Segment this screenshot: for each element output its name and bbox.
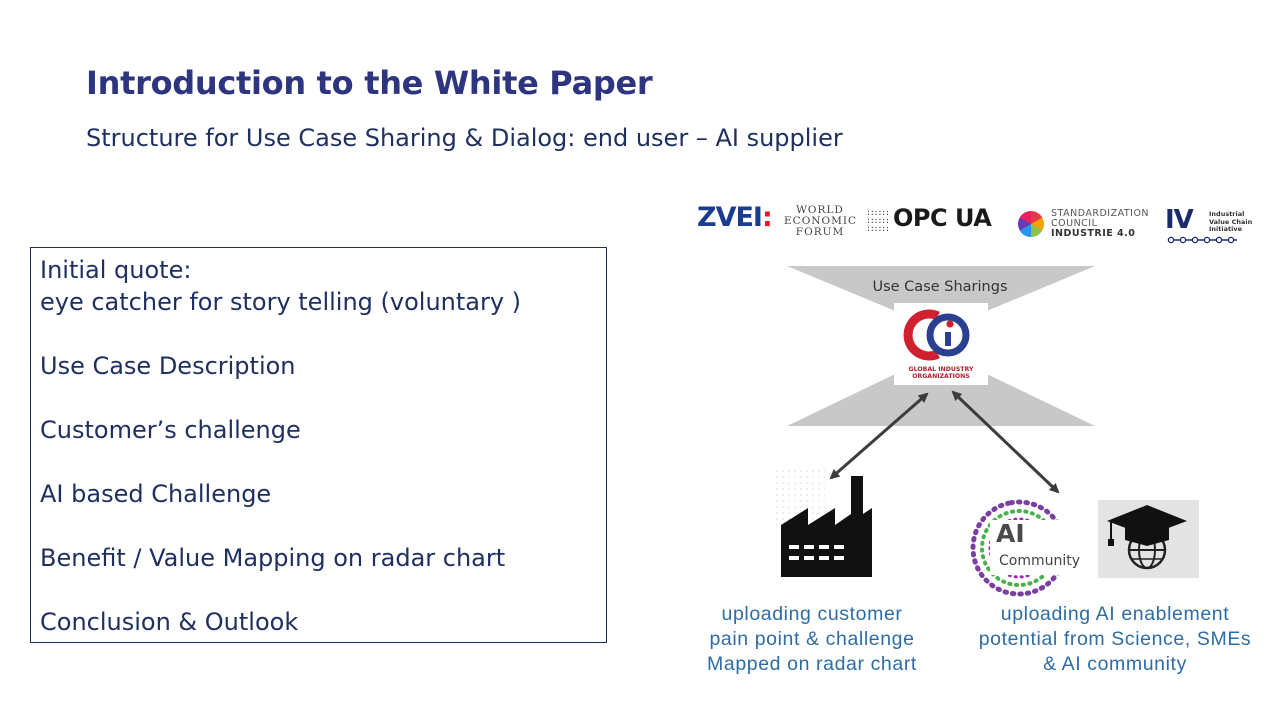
gio-logo-text: GLOBAL INDUSTRY ORGANIZATIONS xyxy=(908,366,974,380)
sci40-circle-icon xyxy=(1018,211,1044,237)
opc-dots-graphic: :::::::::::::::::: xyxy=(866,208,890,233)
page-subtitle: Structure for Use Case Sharing & Dialog:… xyxy=(86,124,843,152)
ai-community-label: Community xyxy=(999,553,1081,569)
structure-line-eye-catcher: eye catcher for story telling (voluntary… xyxy=(40,288,522,316)
arrow-to-factory xyxy=(829,392,929,480)
factory-icon xyxy=(775,468,872,577)
structure-line-ai-challenge: AI based Challenge xyxy=(40,480,272,508)
use-case-sharings-label: Use Case Sharings xyxy=(872,279,1008,295)
gio-logo-icon xyxy=(903,309,970,361)
ai-community-label-ai: AI xyxy=(996,519,1025,548)
structure-box: Initial quote: eye catcher for story tel… xyxy=(30,247,607,643)
structure-line-initial-quote: Initial quote: xyxy=(40,256,192,284)
graduation-globe-icon xyxy=(1098,500,1199,578)
ivi-chain-icon xyxy=(1167,236,1237,244)
ai-community-icon xyxy=(970,499,1075,597)
opc-ua-logo: OPC UA xyxy=(893,204,992,232)
caption-customer: uploading customer pain point & challeng… xyxy=(707,603,917,675)
funnel-top xyxy=(787,266,1095,330)
gio-logo-card xyxy=(894,303,988,385)
page-title: Introduction to the White Paper xyxy=(86,64,653,102)
structure-line-benefit: Benefit / Value Mapping on radar chart xyxy=(40,544,506,572)
caption-ai-enablement: uploading AI enablement potential from S… xyxy=(978,603,1252,675)
arrow-to-ai-community xyxy=(951,390,1060,494)
ivi-logo: IV xyxy=(1165,205,1194,235)
structure-line-customer-challenge: Customer’s challenge xyxy=(40,416,301,444)
structure-line-conclusion: Conclusion & Outlook xyxy=(40,608,299,636)
zvei-logo: ZVEI: xyxy=(697,202,773,233)
structure-line-use-case: Use Case Description xyxy=(40,352,296,380)
